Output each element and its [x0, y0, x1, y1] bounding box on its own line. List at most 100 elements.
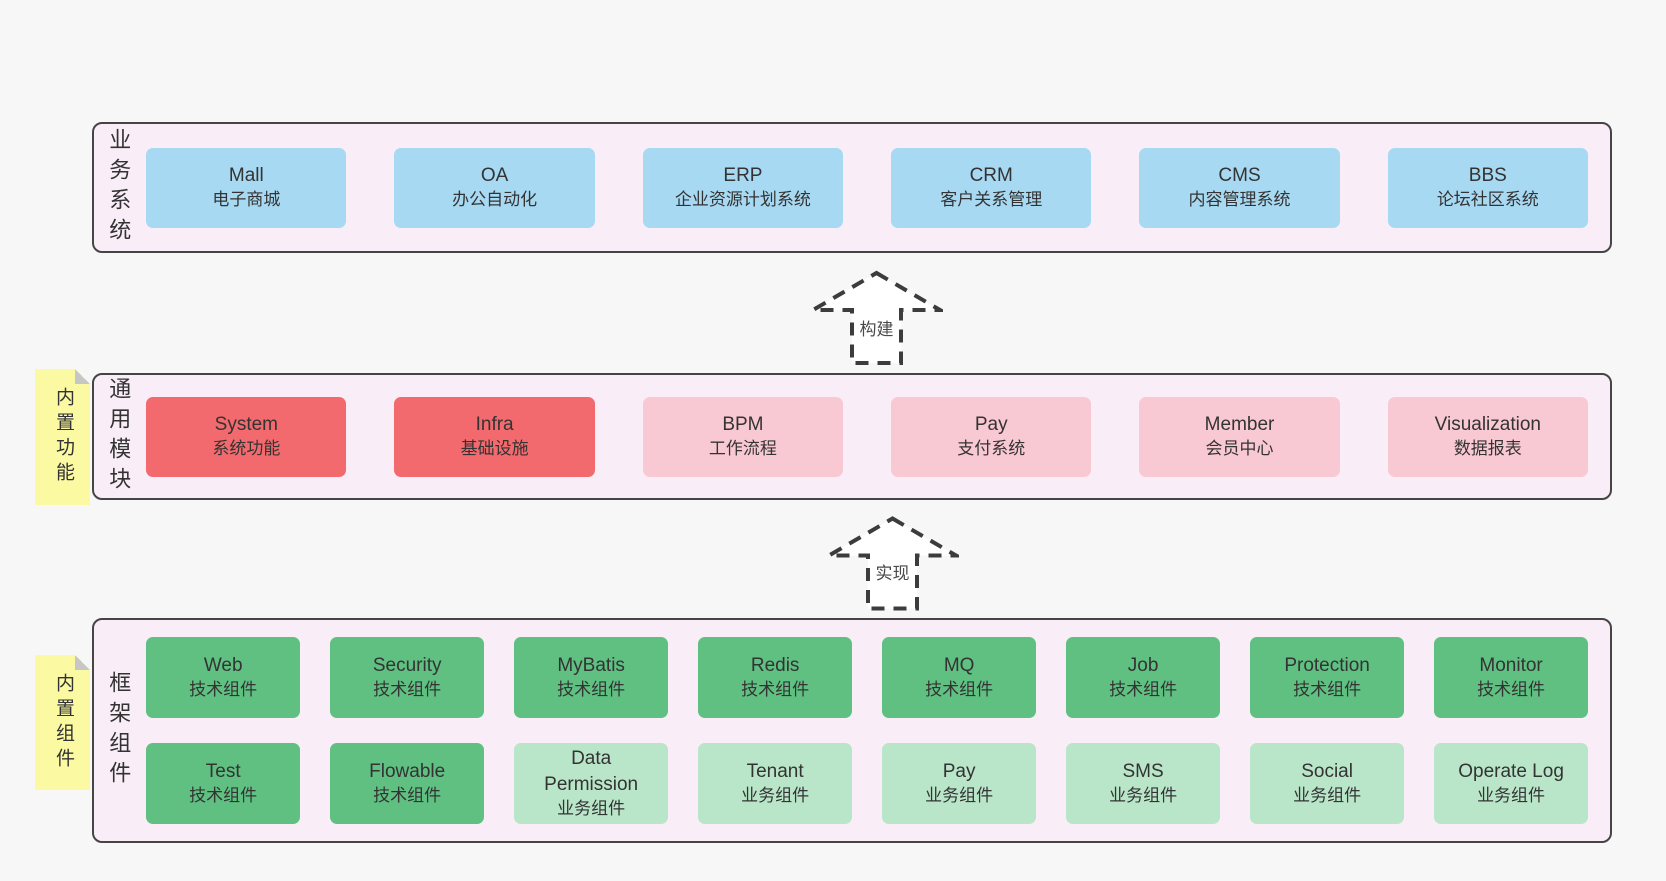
- box-operate-log: Operate Log 业务组件: [1434, 743, 1589, 824]
- box-subtitle: 支付系统: [957, 438, 1026, 458]
- box-bbs: BBS 论坛社区系统: [1387, 147, 1588, 228]
- box-subtitle: 会员中心: [1205, 438, 1274, 458]
- box-title: MyBatis: [557, 655, 625, 677]
- box-subtitle: 工作流程: [708, 438, 777, 458]
- panel-modules-label: 通用模块: [106, 376, 132, 497]
- box-oa: OA 办公自动化: [394, 147, 595, 228]
- implement-arrow: 实现: [826, 514, 959, 613]
- box-title: Redis: [750, 655, 800, 677]
- box-web: Web 技术组件: [146, 637, 301, 718]
- box-sms: SMS 业务组件: [1066, 743, 1221, 824]
- box-data-permission: Data Permission 业务组件: [514, 743, 669, 824]
- module-boxes-row: System 系统功能 Infra 基础设施 BPM 工作流程 Pay 支付系统…: [146, 396, 1588, 477]
- box-subtitle: 业务组件: [741, 785, 810, 805]
- panel-common-modules: 通用模块 System 系统功能 Infra 基础设施 BPM 工作流程 Pay…: [92, 373, 1612, 500]
- box-title: Infra: [475, 414, 514, 436]
- box-subtitle: 技术组件: [1109, 679, 1178, 699]
- panel-framework-components: 框架组件 Web 技术组件 Security 技术组件 MyBatis 技术组件…: [92, 618, 1612, 843]
- box-job: Job 技术组件: [1066, 637, 1221, 718]
- box-mybatis: MyBatis 技术组件: [514, 637, 669, 718]
- box-subtitle: 技术组件: [1477, 679, 1546, 699]
- box-subtitle: 技术组件: [925, 679, 994, 699]
- box-pay-business: Pay 业务组件: [882, 743, 1037, 824]
- box-title: Member: [1204, 414, 1275, 436]
- box-title: Pay: [974, 414, 1008, 436]
- sticky-note-label: 内置功能: [52, 387, 74, 487]
- business-boxes-row: Mall 电子商城 OA 办公自动化 ERP 企业资源计划系统 CRM 客户关系…: [146, 147, 1588, 228]
- box-subtitle: 内容管理系统: [1188, 189, 1291, 209]
- box-subtitle: 电子商城: [212, 189, 281, 209]
- box-title: Test: [205, 761, 241, 783]
- box-crm: CRM 客户关系管理: [891, 147, 1092, 228]
- box-subtitle: 办公自动化: [452, 189, 538, 209]
- box-subtitle: 企业资源计划系统: [674, 189, 811, 209]
- box-title: Protection: [1284, 655, 1370, 677]
- box-subtitle: 技术组件: [373, 679, 442, 699]
- box-system: System 系统功能: [146, 396, 347, 477]
- box-subtitle: 系统功能: [212, 438, 281, 458]
- box-protection: Protection 技术组件: [1250, 637, 1405, 718]
- box-subtitle: 技术组件: [373, 785, 442, 805]
- box-subtitle: 技术组件: [741, 679, 810, 699]
- box-title: Tenant: [746, 761, 804, 783]
- box-erp: ERP 企业资源计划系统: [642, 147, 844, 228]
- panel-business-label: 业务系统: [106, 127, 132, 248]
- box-title: BBS: [1468, 165, 1507, 187]
- box-title: System: [214, 414, 279, 436]
- box-subtitle: 技术组件: [189, 679, 258, 699]
- box-title: Operate Log: [1458, 761, 1564, 783]
- box-mall: Mall 电子商城: [146, 147, 347, 228]
- box-title: Security: [372, 655, 442, 677]
- panel-components-label: 框架组件: [106, 670, 132, 791]
- folded-corner-icon: [75, 655, 90, 670]
- box-title: Flowable: [369, 761, 446, 783]
- sticky-note-builtin-features: 内置功能: [35, 369, 90, 505]
- box-title: Web: [203, 655, 243, 677]
- box-social: Social 业务组件: [1250, 743, 1405, 824]
- box-title: Pay: [942, 761, 976, 783]
- box-title: Data Permission: [544, 748, 639, 796]
- box-title: BPM: [722, 414, 764, 436]
- sticky-note-label: 内置组件: [52, 672, 74, 773]
- box-title: CMS: [1218, 165, 1261, 187]
- box-subtitle: 数据报表: [1453, 438, 1522, 458]
- box-title: Visualization: [1434, 414, 1541, 436]
- box-subtitle: 业务组件: [1477, 785, 1546, 805]
- box-title: MQ: [943, 655, 975, 677]
- component-boxes-grid: Web 技术组件 Security 技术组件 MyBatis 技术组件 Redi…: [146, 637, 1589, 824]
- box-mq: MQ 技术组件: [882, 637, 1037, 718]
- box-subtitle: 基础设施: [460, 438, 529, 458]
- box-title: OA: [480, 165, 509, 187]
- build-arrow: 构建: [810, 270, 943, 366]
- box-subtitle: 业务组件: [557, 798, 626, 818]
- box-subtitle: 技术组件: [557, 679, 626, 699]
- box-subtitle: 业务组件: [1109, 785, 1178, 805]
- box-bpm: BPM 工作流程: [642, 396, 844, 477]
- box-title: ERP: [723, 165, 763, 187]
- box-title: SMS: [1122, 761, 1164, 783]
- box-tenant: Tenant 业务组件: [698, 743, 853, 824]
- component-row-1: Web 技术组件 Security 技术组件 MyBatis 技术组件 Redi…: [146, 637, 1589, 718]
- box-subtitle: 客户关系管理: [940, 189, 1043, 209]
- box-title: Job: [1127, 655, 1159, 677]
- box-title: Social: [1301, 761, 1353, 783]
- box-monitor: Monitor 技术组件: [1434, 637, 1589, 718]
- box-member: Member 会员中心: [1139, 396, 1340, 477]
- component-row-2: Test 技术组件 Flowable 技术组件 Data Permission …: [146, 743, 1589, 824]
- box-subtitle: 业务组件: [925, 785, 994, 805]
- box-security: Security 技术组件: [330, 637, 485, 718]
- box-cms: CMS 内容管理系统: [1139, 147, 1340, 228]
- box-infra: Infra 基础设施: [394, 396, 595, 477]
- implement-arrow-label: 实现: [872, 558, 913, 585]
- sticky-note-builtin-components: 内置组件: [35, 655, 90, 790]
- box-title: Monitor: [1479, 655, 1543, 677]
- box-visualization: Visualization 数据报表: [1387, 396, 1588, 477]
- box-title: CRM: [969, 165, 1013, 187]
- box-flowable: Flowable 技术组件: [330, 743, 485, 824]
- box-subtitle: 技术组件: [1293, 679, 1362, 699]
- box-subtitle: 论坛社区系统: [1436, 189, 1539, 209]
- box-pay: Pay 支付系统: [891, 396, 1092, 477]
- folded-corner-icon: [75, 369, 90, 384]
- box-subtitle: 技术组件: [189, 785, 258, 805]
